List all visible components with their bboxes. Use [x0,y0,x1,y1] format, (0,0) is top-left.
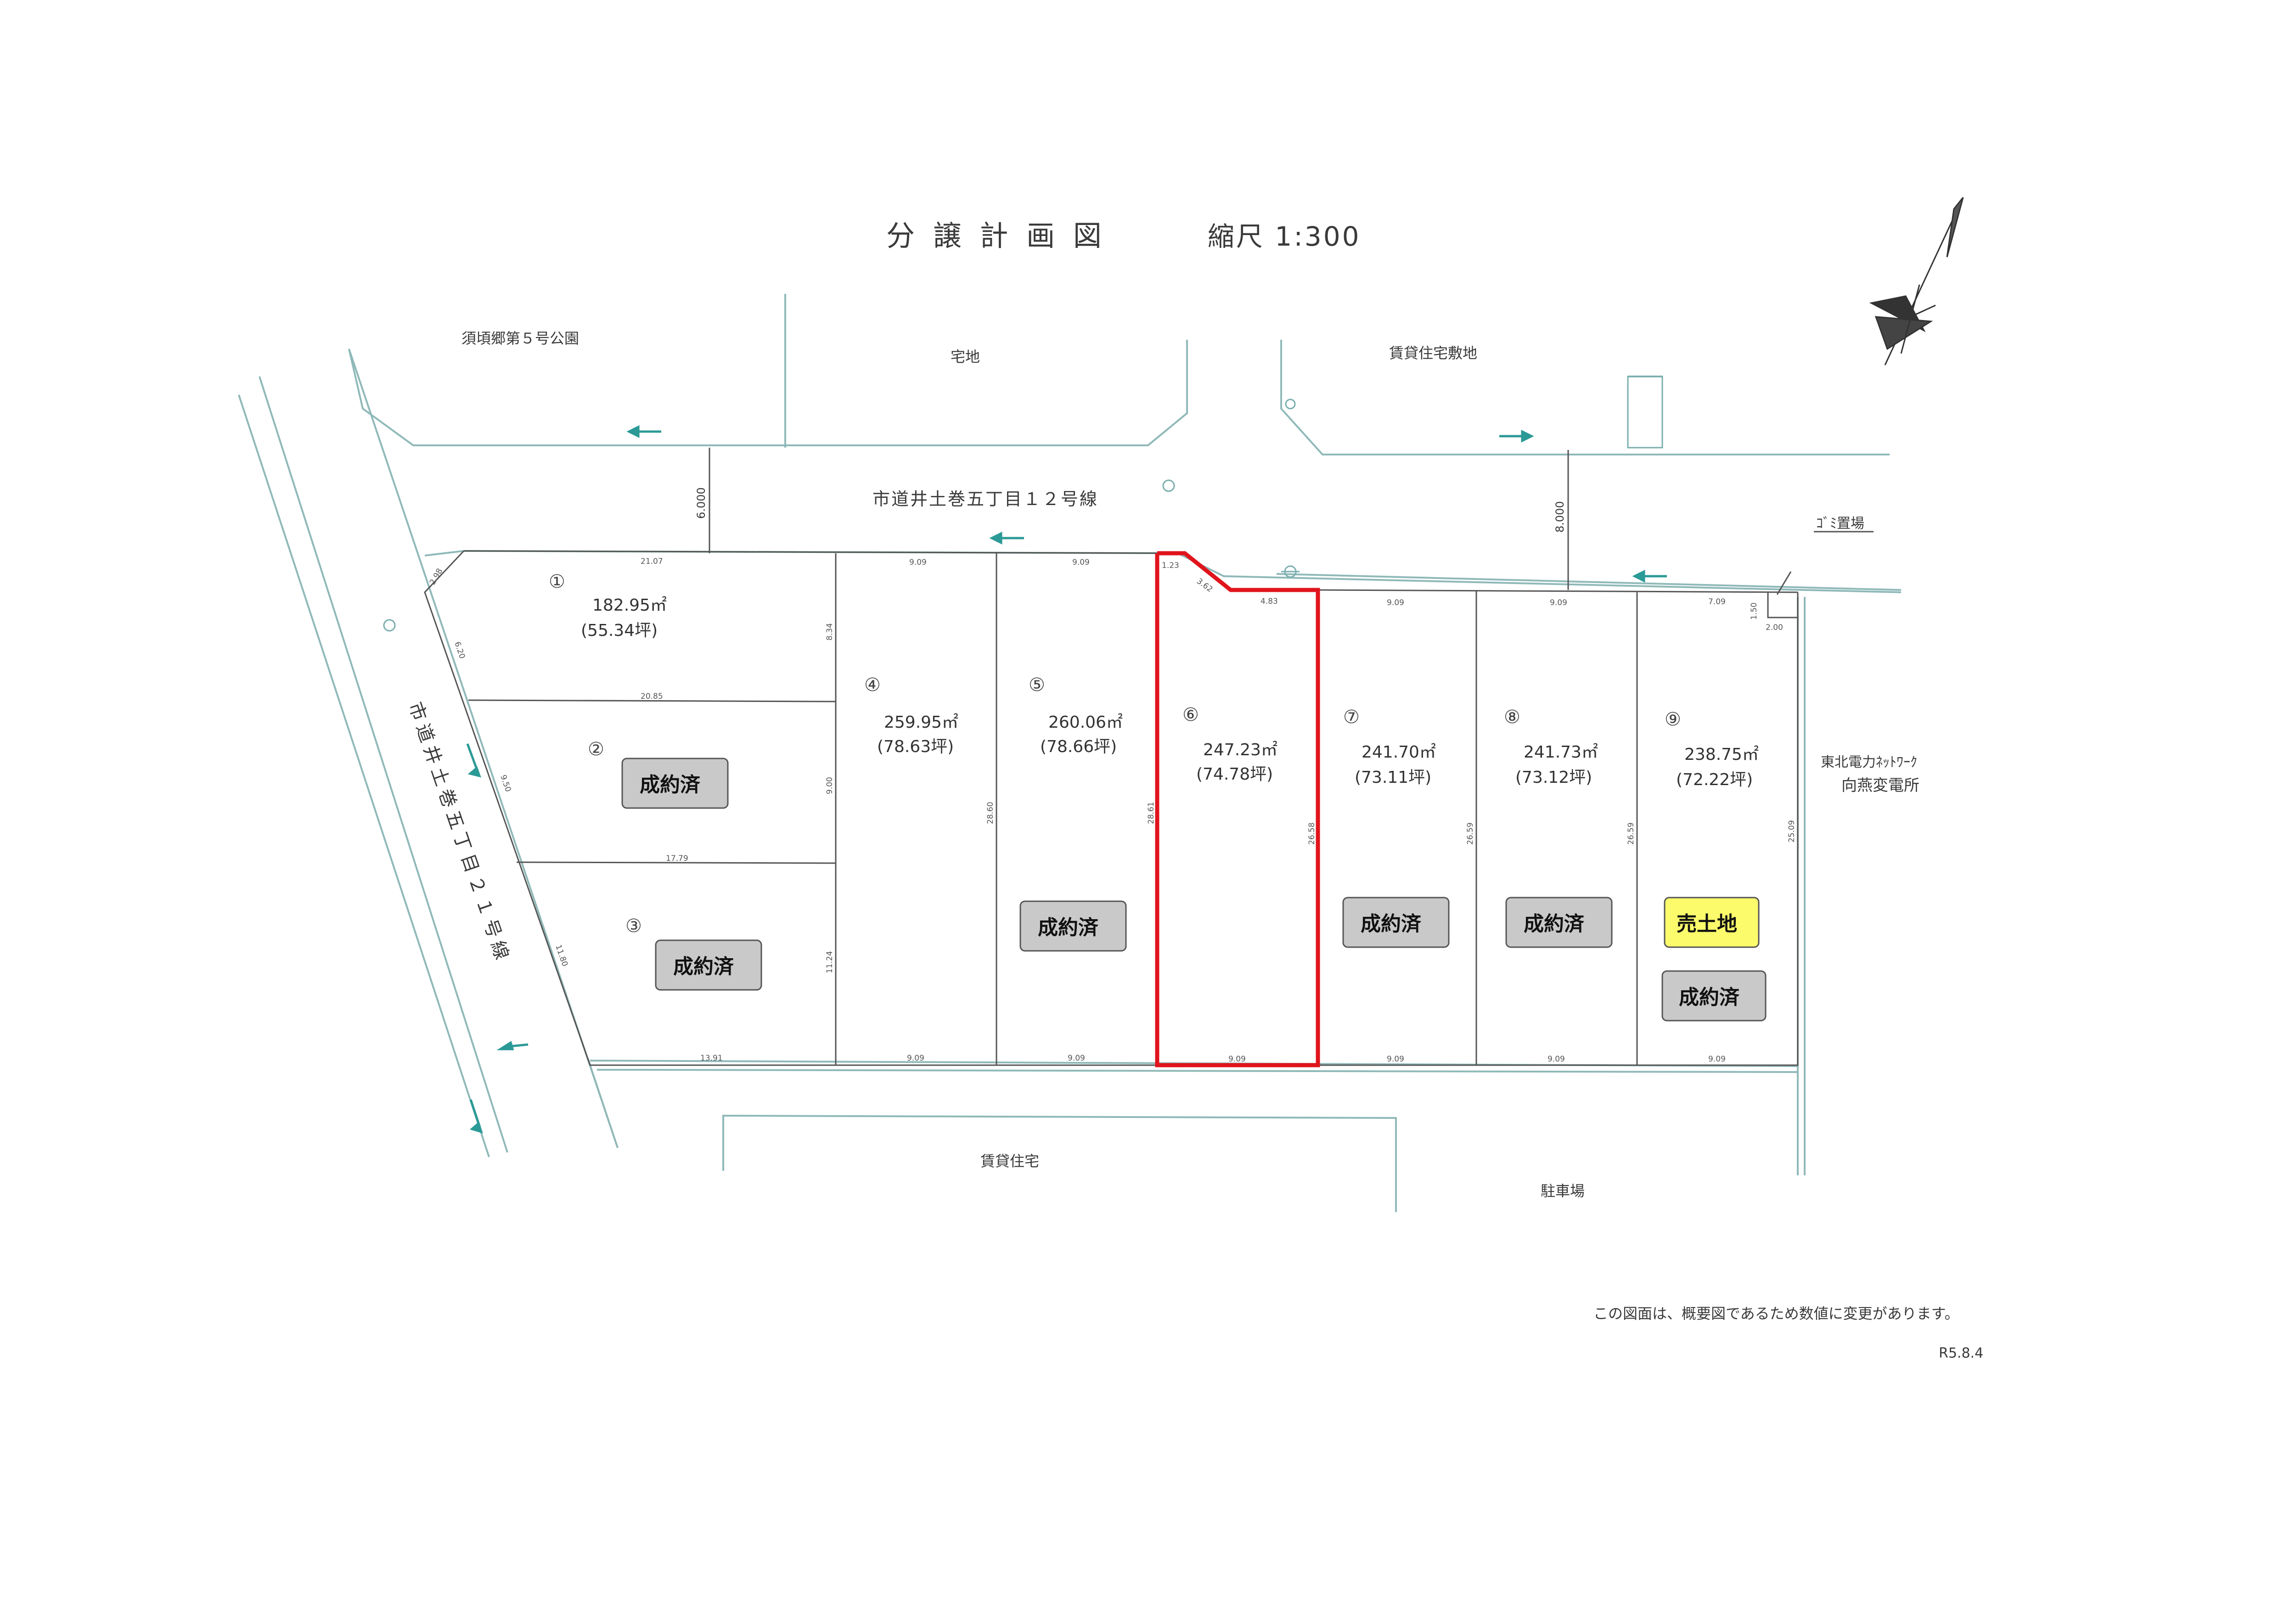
status-badge-label: 成約済 [673,955,734,978]
site-markers [383,376,1663,632]
lot-area: 260.06㎡ [1048,713,1123,732]
dim-label: 9.09 [1548,1055,1565,1064]
lot-tsubo: (73.11坪) [1355,768,1431,787]
dim-label: 17.79 [666,854,688,863]
parking-label: 駐車場 [1541,1182,1585,1200]
dim-label: 1.23 [1162,561,1179,570]
status-badge-label: 成約済 [1679,986,1740,1009]
lot-boundaries [424,550,1799,1066]
status-badge: 成約済 [621,758,729,809]
dim-label: 9.09 [1387,1055,1404,1064]
lot-area: 241.70㎡ [1362,742,1436,762]
lot-number: ⑨ [1665,709,1681,730]
lot-number: ⑥ [1182,704,1199,725]
dim-label: 26.58 [1307,822,1317,845]
dim-label: 2.00 [1766,623,1783,632]
residential-label: 宅地 [951,348,980,365]
dim-label: 2.98 [428,567,445,587]
flow-arrows [466,425,1667,1134]
status-badge: 成約済 [1505,897,1613,948]
date-label: R5.8.4 [1939,1345,1983,1361]
dim-label: 9.09 [909,558,927,567]
lot-tsubo: (78.63坪) [877,737,954,756]
lot-area: 241.73㎡ [1524,742,1598,762]
status-badge: 成約済 [1342,897,1450,948]
dim-label: 7.09 [1708,597,1726,607]
lot-6-highlight [1155,551,1320,1067]
road-width-north: 6.000 [695,487,708,519]
dim-label: 9.00 [825,777,834,794]
lot-number: ③ [625,915,642,937]
dim-label: 4.83 [1261,597,1278,606]
park-label: 須頃郷第５号公園 [461,330,579,347]
lot-number: ① [549,571,565,592]
garbage-label: ｺﾞﾐ置場 [1816,516,1864,532]
dim-label: 9.09 [907,1054,924,1063]
status-badge: 成約済 [655,939,762,991]
scale-label: 縮尺 1:300 [1208,221,1361,252]
dim-label: 13.91 [700,1054,723,1063]
lot-area: 238.75㎡ [1684,745,1759,764]
road-north-label: 市道井土巻五丁目１２号線 [872,489,1098,509]
north-arrow-icon [1869,197,1964,365]
dim-label: 3.62 [1195,577,1214,594]
sale-badge-label: 売土地 [1677,912,1737,936]
sale-badge: 売土地 [1664,897,1760,948]
dimension-labels: 21.07 9.09 9.09 1.23 3.62 4.83 9.09 9.09… [428,557,1796,1064]
dim-label: 28.61 [1147,802,1156,824]
status-badge-label: 成約済 [1361,912,1422,936]
lot-tsubo: (72.22坪) [1676,770,1753,789]
disclaimer-note: この図面は、概要図であるため数値に変更があります。 [1593,1305,1959,1322]
dim-label: 9.09 [1708,1055,1726,1064]
dim-label: 25.09 [1787,820,1796,842]
dim-label: 9.50 [498,774,512,793]
road-width-lines [709,448,1569,590]
dim-label: 9.09 [1072,558,1090,567]
lot-number: ⑦ [1343,707,1360,728]
rental-housing-label: 賃貸住宅 [980,1152,1039,1170]
status-badge-label: 成約済 [1038,916,1099,939]
page-title: 分 譲 計 画 図 [886,219,1106,253]
lot-area: 247.23㎡ [1203,740,1277,759]
dim-label: 21.07 [641,557,663,566]
road-west-label: 市道井土巻五丁目２１号線 [405,699,514,966]
dim-label: 9.09 [1387,598,1404,607]
substation-label-2: 向燕変電所 [1841,776,1919,795]
status-badge: 成約済 [1661,970,1767,1022]
dim-label: 20.85 [641,692,663,701]
dim-label: 11.24 [825,951,834,973]
lot-area: 259.95㎡ [884,713,958,732]
lot-tsubo: (74.78坪) [1196,765,1273,784]
lot-area: 182.95㎡ [592,595,667,615]
lot-tsubo: (78.66坪) [1040,737,1117,756]
status-badge-label: 成約済 [640,773,701,797]
dim-label: 1.50 [1750,602,1759,620]
dim-label: 8.34 [825,623,834,640]
lot-number: ⑤ [1029,674,1045,696]
lot-areas: 182.95㎡ (55.34坪) 259.95㎡ (78.63坪) 260.06… [581,595,1759,789]
status-badge-label: 成約済 [1524,912,1585,936]
lot-tsubo: (55.34坪) [581,621,658,640]
dim-label: 26.59 [1626,822,1636,845]
dim-label: 26.59 [1466,822,1475,845]
lot-number: ⑧ [1504,707,1520,728]
lot-number: ④ [864,674,881,696]
dim-label: 28.60 [986,802,995,824]
lot-number: ② [588,739,604,760]
dim-label: 9.09 [1068,1054,1085,1063]
rental-site-label: 賃貸住宅敷地 [1389,344,1477,362]
lot-numbers: ① ② ③ ④ ⑤ ⑥ ⑦ ⑧ ⑨ [549,571,1681,937]
substation-label-1: 東北電力ﾈｯﾄﾜｰｸ [1821,754,1917,770]
road-width-north-east: 8.000 [1553,501,1566,533]
dim-label: 9.09 [1550,598,1567,607]
dim-label: 9.09 [1228,1055,1246,1064]
dim-label: 6.20 [452,640,467,660]
status-badge: 成約済 [1019,900,1127,952]
lot-tsubo: (73.12坪) [1515,768,1592,787]
